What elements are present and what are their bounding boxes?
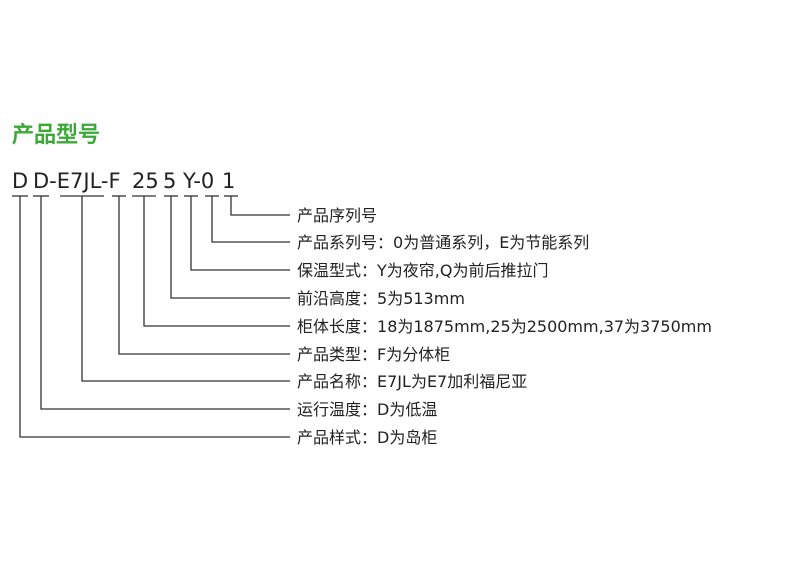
callout-product-style: 产品样式：D为岛柜 [297,428,437,447]
connector-line [19,196,290,438]
connector-line [211,196,290,243]
model-code: D D-E7JL-F 25 5 Y-0 1 [12,169,235,193]
code-segment-serial: 1 [222,169,235,193]
callout-product-name: 产品名称：E7JL为E7加利福尼亚 [297,372,527,391]
code-segment-name-type: D-E7JL-F [33,169,121,193]
code-segment-front-height: 5 [163,169,176,193]
callout-product-type: 产品类型：F为分体柜 [297,345,450,364]
callout-cabinet-length: 柜体长度：18为1875mm,25为2500mm,37为3750mm [297,317,712,336]
code-segment-series-letter: D [12,169,28,193]
connector-line [40,196,290,410]
diagram-title: 产品型号 [12,123,100,148]
connector-line [170,196,290,299]
callout-insulation-type: 保温型式：Y为夜帘,Q为前后推拉门 [297,261,548,280]
code-segment-length: 25 [132,169,159,193]
connector-lines [19,196,290,438]
code-segment-insulation-series: Y-0 [182,169,214,193]
callout-product-series: 产品系列号：0为普通系列，E为节能系列 [297,233,589,252]
callout-front-height: 前沿高度：5为513mm [297,289,465,308]
connector-line [118,196,290,355]
connector-line [230,196,290,216]
callout-labels: 产品序列号 产品系列号：0为普通系列，E为节能系列 保温型式：Y为夜帘,Q为前后… [297,206,712,447]
callout-operating-temperature: 运行温度：D为低温 [297,400,437,419]
connector-line [81,196,290,382]
callout-serial-number: 产品序列号 [297,206,377,225]
connector-line [143,196,290,327]
connector-line [190,196,290,271]
